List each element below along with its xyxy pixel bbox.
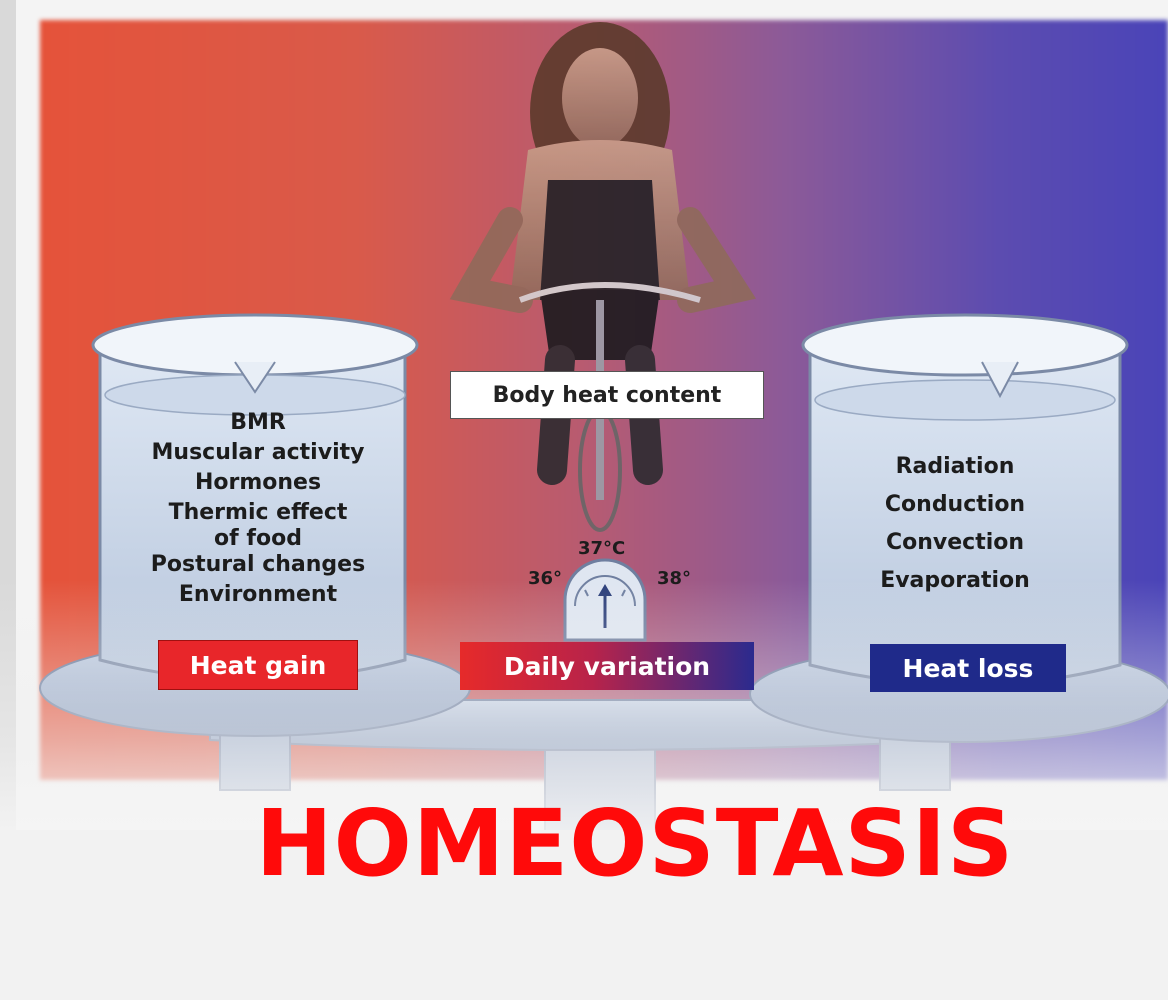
gauge-label-36: 36° — [528, 568, 562, 589]
gauge-label-38: 38° — [657, 568, 691, 589]
factor-hormones: Hormones — [108, 468, 408, 498]
factor-thermic-effect: Thermic effect — [108, 498, 408, 528]
factor-convection: Convection — [830, 524, 1080, 562]
daily-variation-label: Daily variation — [460, 642, 754, 690]
heat-gain-label: Heat gain — [158, 640, 358, 690]
heat-loss-factors: Radiation Conduction Convection Evaporat… — [830, 448, 1080, 600]
gauge-label-37: 37°C — [578, 538, 625, 559]
factor-bmr: BMR — [108, 408, 408, 438]
factor-postural-changes: Postural changes — [108, 550, 408, 580]
factor-radiation: Radiation — [830, 448, 1080, 486]
heat-loss-label: Heat loss — [870, 644, 1066, 692]
factor-environment: Environment — [108, 580, 408, 610]
body-heat-content-label: Body heat content — [450, 371, 764, 419]
factor-of-food: of food — [108, 528, 408, 550]
factor-muscular-activity: Muscular activity — [108, 438, 408, 468]
homeostasis-title: HOMEOSTASIS — [210, 790, 1060, 897]
factor-evaporation: Evaporation — [830, 562, 1080, 600]
heat-gain-factors: BMR Muscular activity Hormones Thermic e… — [108, 408, 408, 610]
factor-conduction: Conduction — [830, 486, 1080, 524]
